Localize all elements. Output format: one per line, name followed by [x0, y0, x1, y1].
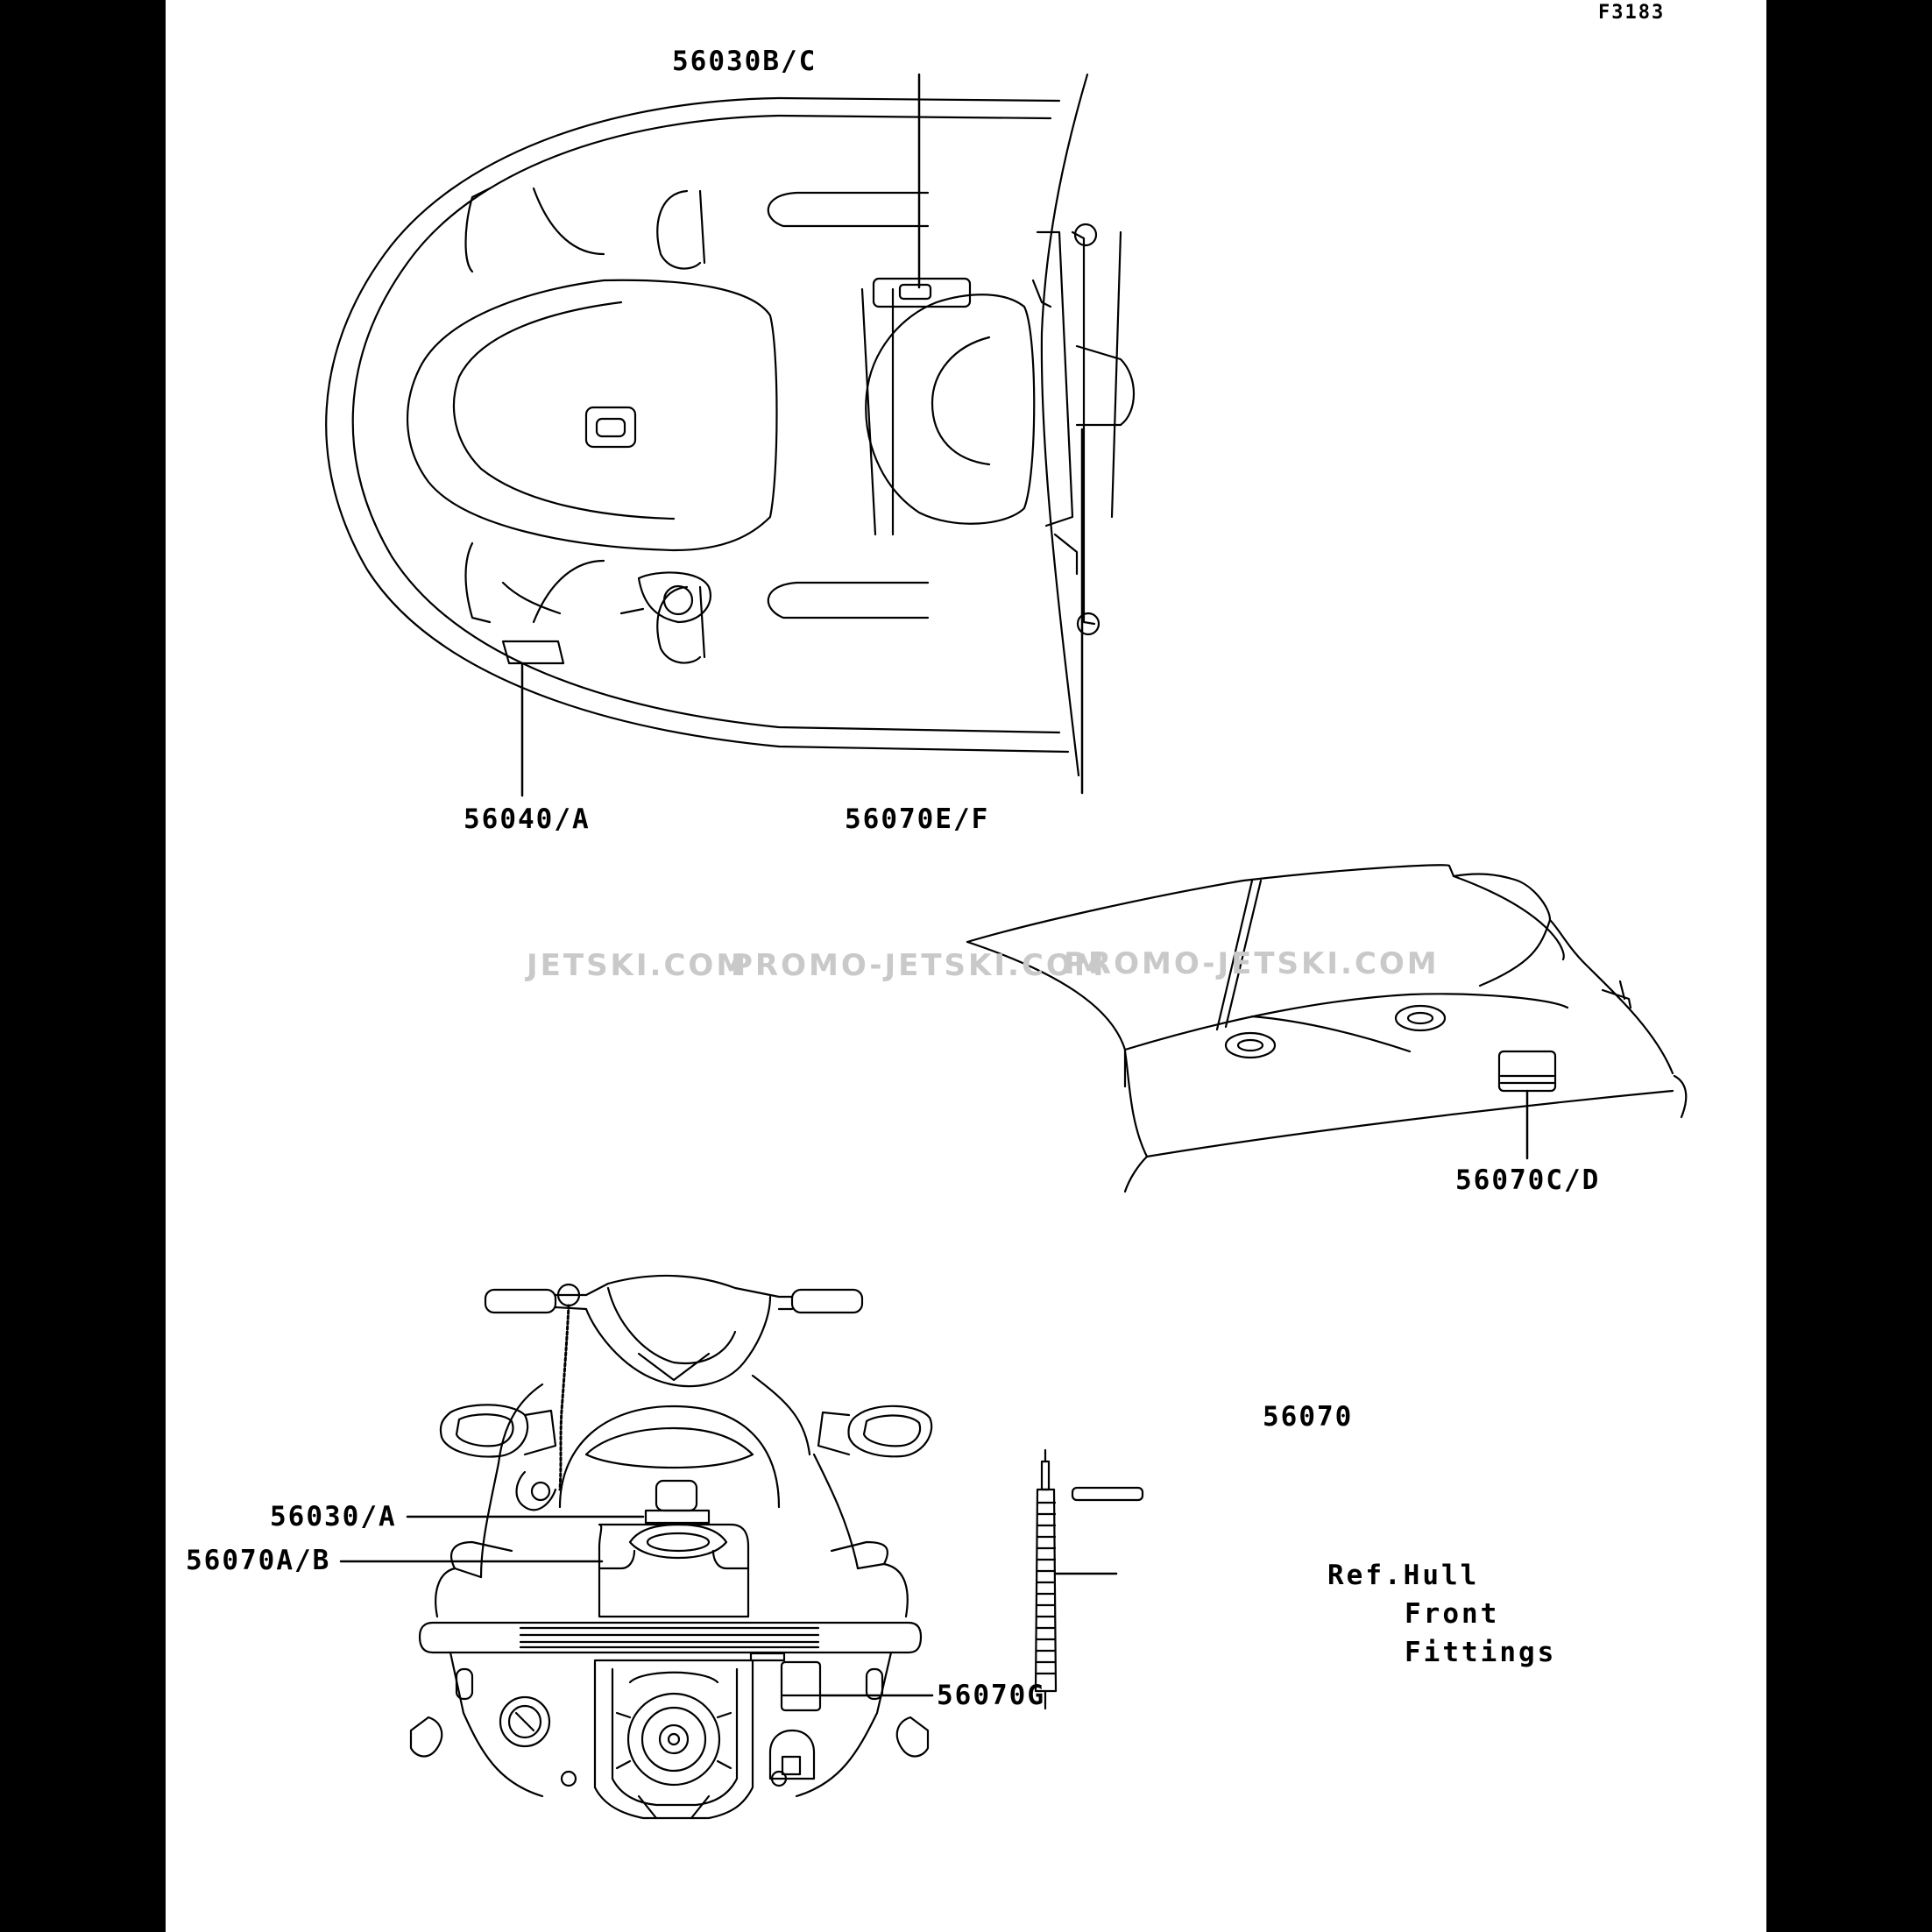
- loose-parts: [1034, 1448, 1144, 1710]
- top-view-hull: [325, 73, 1136, 797]
- side-view-hull: [966, 864, 1688, 1193]
- watermark: JETSKI.COM: [527, 948, 749, 983]
- callout-56070a-b: 56070A/B: [186, 1545, 331, 1576]
- rear-view-hull: [339, 1274, 934, 1820]
- reference-line-3: Fittings: [1405, 1637, 1557, 1668]
- callout-56070c-d: 56070C/D: [1455, 1164, 1601, 1196]
- watermark: PROMO-JETSKI.COM: [731, 948, 1107, 983]
- reference-line-1: Ref.Hull: [1327, 1560, 1480, 1591]
- callout-56040-a: 56040/A: [464, 803, 591, 835]
- callout-56030b-c: 56030B/C: [672, 46, 817, 77]
- reference-note: Ref.Hull Front Fittings: [1327, 1556, 1556, 1672]
- callout-56070: 56070: [1263, 1401, 1354, 1433]
- parts-diagram-artwork: [325, 73, 1688, 1820]
- callout-56070g: 56070G: [937, 1680, 1045, 1711]
- reference-line-2: Front: [1405, 1598, 1500, 1630]
- diagram-sheet: F3183 JETSKI.COM PROMO-JETSKI.COM PROMO-…: [166, 0, 1766, 1932]
- figure-id: F3183: [1598, 2, 1666, 24]
- callout-56070e-f: 56070E/F: [845, 803, 990, 835]
- watermark: PROMO-JETSKI.COM: [1064, 946, 1440, 981]
- callout-56030-a: 56030/A: [270, 1501, 397, 1532]
